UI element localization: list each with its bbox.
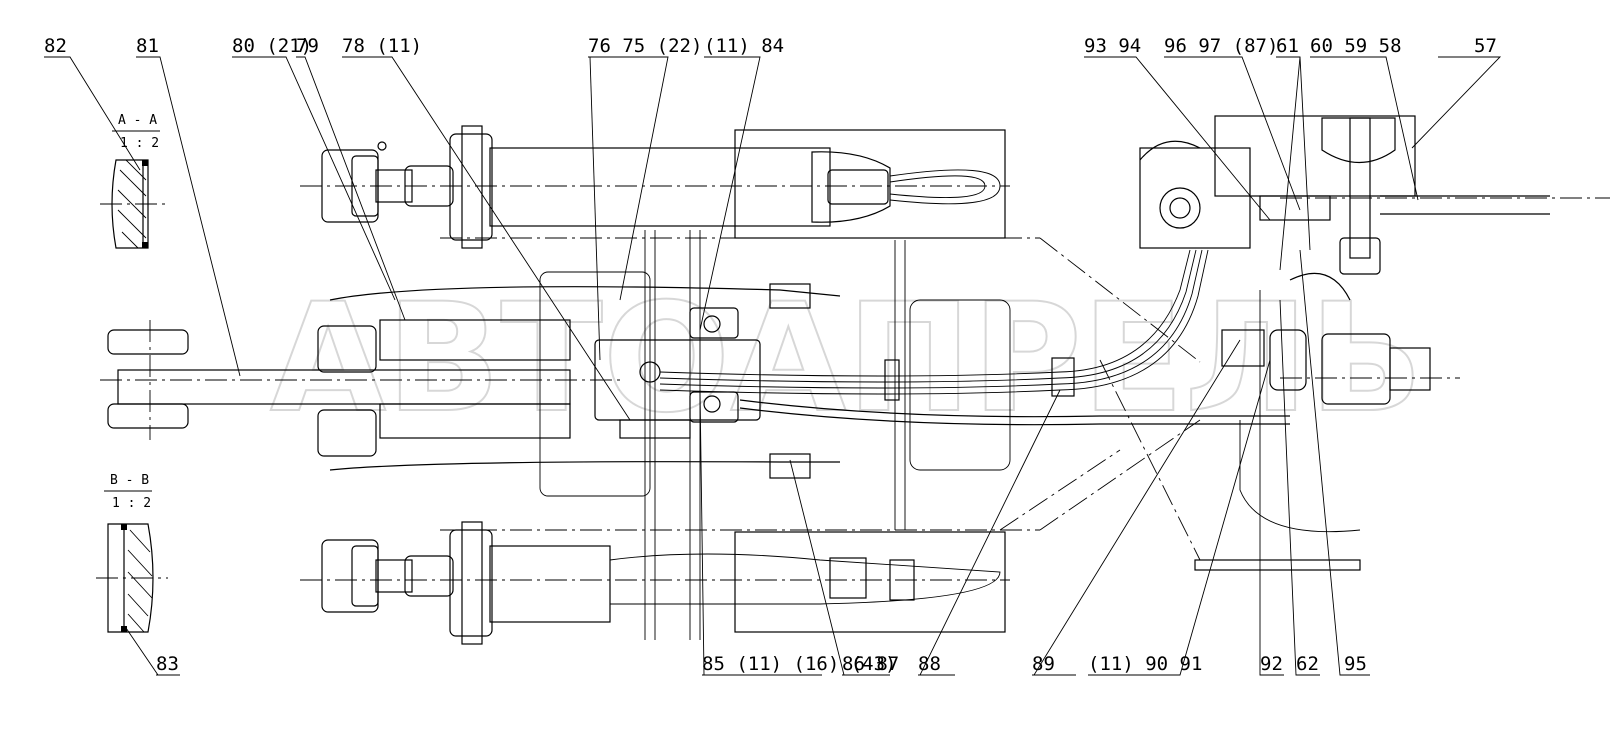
section-b-b: B - B 1 : 2 [96, 473, 168, 633]
callout-86-87: 86 87 [842, 653, 899, 675]
callout-11-90-91: (11) 90 91 [1088, 653, 1202, 675]
watermark: АВТОАПРЕЛЬ [269, 271, 1424, 447]
callout-62: 62 [1296, 653, 1319, 675]
lower-cylinder [300, 521, 1010, 645]
callout-93-94: 93 94 [1084, 35, 1141, 57]
central-beam [100, 319, 620, 457]
callout-88: 88 [918, 653, 941, 675]
callout-11-84: (11) 84 [704, 35, 784, 57]
upper-cylinder [300, 125, 1010, 249]
callout-61: 61 [1276, 35, 1299, 57]
section-a-a-name: A - A [118, 113, 157, 128]
callout-82: 82 [44, 35, 67, 57]
callout-95: 95 [1344, 653, 1367, 675]
section-b-b-scale: 1 : 2 [112, 496, 151, 511]
callout-underlines [44, 56, 1500, 676]
callout-79: 79 [296, 35, 319, 57]
hose-bundle [329, 249, 1290, 479]
callout-57: 57 [1474, 35, 1497, 57]
callouts: 82 81 80 (21) 79 78 (11) 76 75 (22) (11)… [44, 35, 1497, 675]
callout-60-59-58: 60 59 58 [1310, 35, 1402, 57]
callout-78-11: 78 (11) [342, 35, 422, 57]
callout-83: 83 [156, 653, 179, 675]
section-a-a-profile [111, 159, 149, 249]
callout-92: 92 [1260, 653, 1283, 675]
section-b-b-profile [107, 523, 154, 633]
watermark-text: АВТОАПРЕЛЬ [270, 272, 1423, 446]
callout-76-75-22: 76 75 (22) [588, 35, 702, 57]
section-b-b-name: B - B [110, 473, 149, 488]
pump-assembly [1139, 115, 1610, 571]
callout-80-21: 80 (21) [232, 35, 312, 57]
section-a-a-scale: 1 : 2 [120, 136, 159, 151]
callout-85-11-16-43: 85 (11) (16) (43) [702, 653, 896, 675]
callout-89: 89 [1032, 653, 1055, 675]
frame [440, 129, 1201, 640]
callout-81: 81 [136, 35, 159, 57]
section-a-a: A - A 1 : 2 [100, 113, 170, 249]
callout-96-97-87: 96 97 (87) [1164, 35, 1278, 57]
